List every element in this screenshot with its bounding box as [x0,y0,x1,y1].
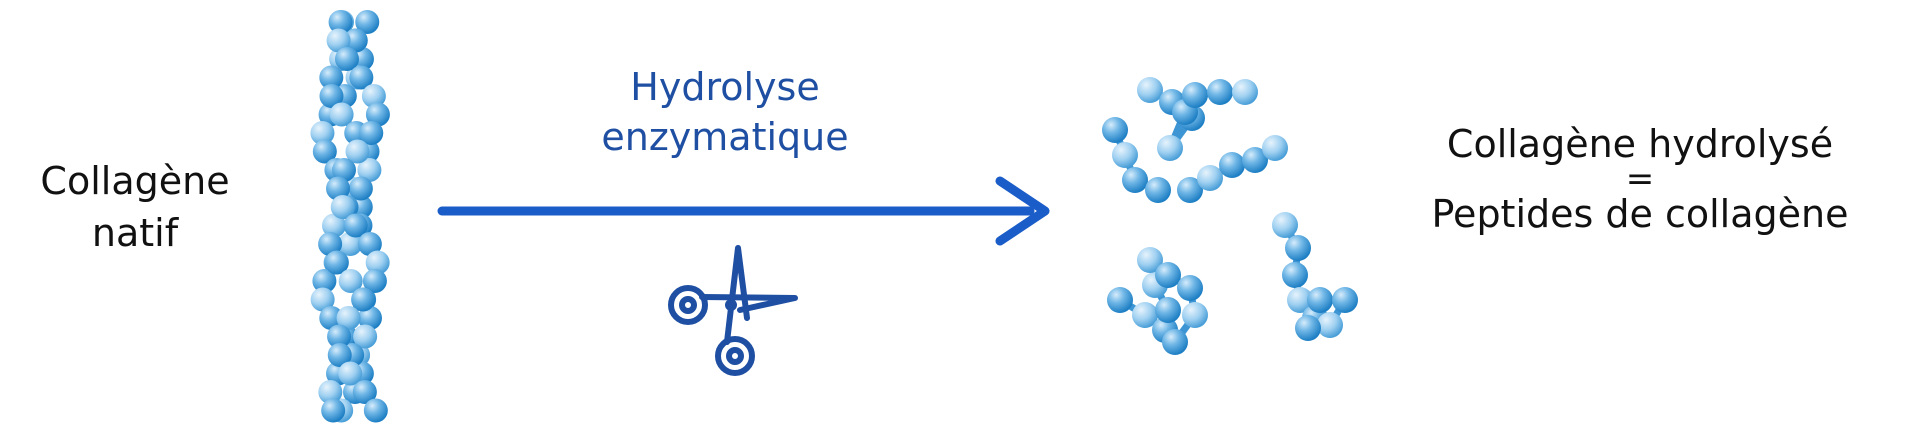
native-collagen-line2: natif [91,211,179,255]
bead [1242,147,1268,173]
native-collagen-fiber [310,10,390,423]
bead [1177,275,1203,301]
bead [1157,135,1183,161]
bead [353,324,378,349]
bead [1122,167,1148,193]
bead [312,139,337,164]
bead [1272,212,1298,238]
bead [1219,152,1245,178]
bead [326,28,351,53]
bead [361,84,386,108]
collagen-peptides-line: Peptides de collagène [1431,192,1849,236]
bead [363,398,388,423]
bead [348,176,373,201]
bead [1137,247,1163,273]
bead [338,361,363,386]
hydrolysis-label: Hydrolyse enzymatique [570,62,880,162]
hydrolyzed-collagen-label: Collagène hydrolysé = Peptides de collag… [1380,120,1900,238]
bead [324,250,349,275]
bead [355,10,380,34]
bead [322,213,347,238]
bead [1132,302,1158,328]
bead [1285,235,1311,261]
bead [365,102,390,127]
bead [357,306,382,330]
bead [1177,177,1203,203]
bead [318,232,343,256]
bead [327,343,352,367]
bead [319,65,344,90]
bead [321,398,346,423]
bead [338,269,363,293]
bead [310,287,335,312]
bead [319,84,344,108]
bead [327,324,352,349]
bead [336,306,361,330]
bead [1137,77,1163,103]
bead [312,269,337,293]
bead [1145,177,1171,203]
bead [328,10,353,34]
bead [365,250,390,275]
bead [319,306,344,330]
bead [326,176,351,201]
bead [318,380,343,404]
hydrolysis-line1: Hydrolyse [630,65,820,109]
bead [330,195,355,219]
bead [1107,287,1133,313]
native-collagen-label: Collagène natif [0,155,270,259]
bead [1332,287,1358,313]
bead [345,139,370,164]
bead [351,287,376,312]
bead [332,158,357,182]
reaction-arrow [437,176,1050,246]
bead [1207,79,1233,105]
bead [359,121,384,145]
bead [1282,262,1308,288]
bead [349,65,374,90]
bead [1317,312,1343,338]
bead [1182,302,1208,328]
bead [357,158,382,182]
bead [352,380,377,404]
bead [1307,287,1333,313]
bead [1182,82,1208,108]
bead [334,47,359,71]
native-collagen-line1: Collagène [40,159,230,203]
hydrolyzed-collagen-line1: Collagène hydrolysé [1446,122,1834,166]
collagen-peptides [1102,77,1358,355]
bead [362,269,387,293]
bead [1155,297,1181,323]
hydrolysis-line2: enzymatique [601,115,849,159]
bead [1102,117,1128,143]
bead [1112,142,1138,168]
bead [1232,79,1258,105]
scissors-icon [668,245,798,376]
bead [1287,287,1313,313]
bead [343,28,368,53]
bead [1262,135,1288,161]
bead [1162,329,1188,355]
bead [1295,315,1321,341]
bead [357,232,382,256]
bead [1197,165,1223,191]
bead [1155,262,1181,288]
bead [329,102,354,127]
bead [310,121,335,145]
bead [338,232,363,256]
bead [343,213,368,238]
